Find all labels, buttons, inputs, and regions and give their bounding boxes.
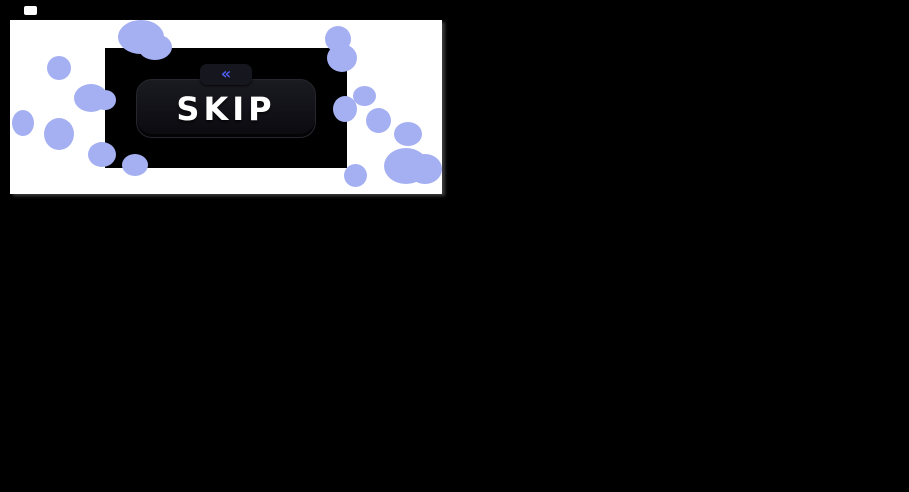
canvas-fragment [24,6,37,15]
rewind-button[interactable]: « [200,64,252,85]
paint-blob [47,56,71,80]
paint-blob [353,86,376,106]
paint-blob [74,84,108,112]
paint-blob [12,110,34,136]
skip-button-label: SKIP [176,89,276,128]
paint-blob [408,154,442,184]
drawing-canvas[interactable]: « SKIP [10,20,442,194]
paint-blob [366,108,391,133]
paint-blob [384,148,428,184]
skip-panel: « SKIP [105,48,347,168]
paint-blob [394,122,422,146]
paint-blob [344,164,367,187]
skip-button[interactable]: SKIP [136,79,316,138]
paint-blob [44,118,74,150]
double-chevron-left-icon: « [220,63,232,83]
